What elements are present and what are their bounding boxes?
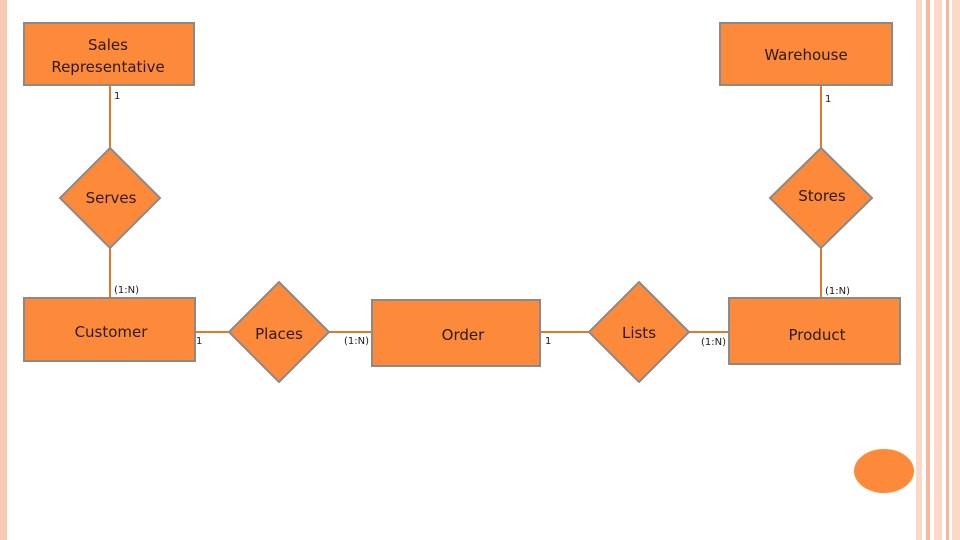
entity-product[interactable]: [728, 297, 901, 365]
order-label: Order: [442, 326, 485, 344]
cardinality-lists-product: (1:N): [701, 337, 726, 348]
cardinality-order-lists: 1: [545, 336, 551, 347]
left-border-stripe: [0, 0, 7, 540]
cardinality-serves-customer: (1:N): [114, 285, 139, 296]
sales-rep-label-line1: Sales: [88, 36, 128, 54]
warehouse-label: Warehouse: [764, 46, 847, 64]
stripe: [934, 0, 942, 540]
entity-warehouse[interactable]: [719, 22, 893, 86]
stripe: [916, 0, 922, 540]
product-label: Product: [789, 326, 846, 344]
cardinality-stores-product: (1:N): [825, 286, 850, 297]
cardinality-customer-places: 1: [196, 336, 202, 347]
lists-label: Lists: [622, 324, 656, 342]
stripe: [926, 0, 930, 540]
decorative-circle: [854, 449, 914, 493]
entity-order[interactable]: [371, 299, 541, 367]
places-label: Places: [255, 325, 303, 343]
relationship-lists[interactable]: [587, 280, 691, 384]
cardinality-warehouse-stores: 1: [825, 94, 831, 105]
connectors: [109, 85, 822, 333]
decorative-stripes: [916, 0, 960, 540]
relationship-places[interactable]: [227, 280, 331, 384]
serves-label: Serves: [86, 189, 137, 207]
stripe: [946, 0, 949, 540]
relationship-serves[interactable]: [58, 146, 162, 250]
relationship-stores[interactable]: [768, 146, 874, 250]
stores-label: Stores: [798, 187, 846, 205]
customer-label: Customer: [75, 323, 149, 341]
entity-customer[interactable]: [23, 297, 196, 362]
cardinality-places-order: (1:N): [344, 336, 369, 347]
sales-rep-label-line2: Representative: [51, 58, 164, 76]
cardinality-salesrep-serves: 1: [114, 91, 120, 102]
stripe: [952, 0, 960, 540]
entity-sales-representative[interactable]: [23, 22, 195, 86]
